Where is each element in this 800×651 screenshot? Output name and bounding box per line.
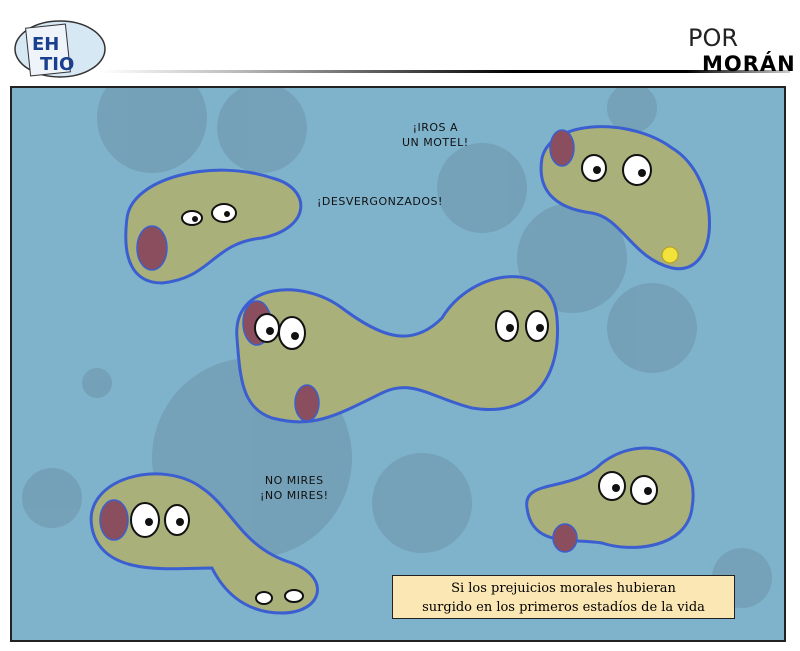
caption-line: surgido en los primeros estadíos de la v… bbox=[422, 600, 705, 615]
speech-no-mires: NO MIRES ¡NO MIRES! bbox=[260, 473, 329, 503]
comic-panel: ¡IROS A UN MOTEL! ¡DESVERGONZADOS! NO MI… bbox=[10, 86, 786, 642]
speech-line: ¡NO MIRES! bbox=[260, 489, 329, 502]
speech-desvergonzados: ¡DESVERGONZADOS! bbox=[317, 194, 443, 209]
svg-text:EH: EH bbox=[32, 34, 59, 55]
speech-line: UN MOTEL! bbox=[402, 136, 469, 149]
caption-line: Si los prejuicios morales hubieran bbox=[451, 581, 676, 596]
author-name: MORÁN bbox=[702, 52, 796, 76]
speech-line: ¡DESVERGONZADOS! bbox=[317, 195, 443, 208]
speech-line: ¡IROS A bbox=[412, 121, 459, 134]
speech-line: NO MIRES bbox=[264, 474, 324, 487]
header-rule bbox=[100, 70, 790, 73]
cells-illustration bbox=[22, 88, 772, 615]
caption-box: Si los prejuicios morales hubieran surgi… bbox=[392, 575, 735, 619]
eh-tio-logo: EH TIO bbox=[10, 18, 110, 80]
speech-iros-a-un-motel: ¡IROS A UN MOTEL! bbox=[402, 120, 469, 150]
by-label: POR bbox=[688, 24, 739, 52]
svg-text:TIO: TIO bbox=[40, 54, 74, 75]
